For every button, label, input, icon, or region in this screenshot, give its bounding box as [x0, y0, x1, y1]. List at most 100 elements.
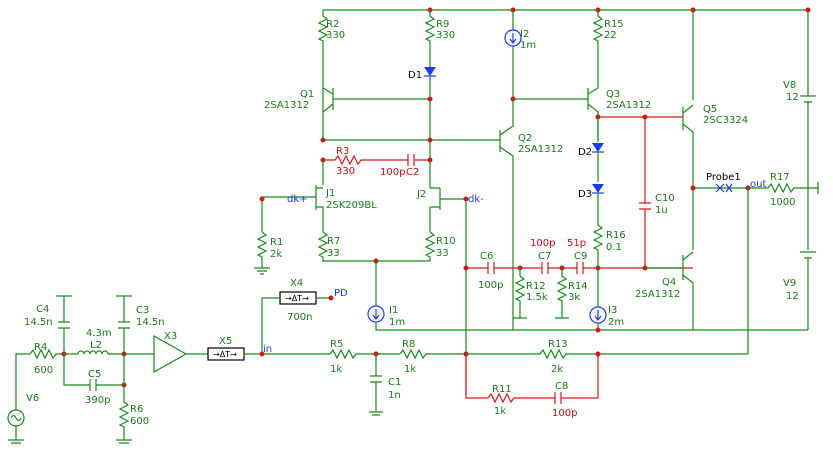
resistor-r8[interactable]: R8 1k — [399, 339, 469, 375]
transistor-q4[interactable]: Q4 2SA1312 — [635, 251, 694, 330]
c9-ref: C9 — [574, 251, 587, 262]
pd-label: PD — [334, 288, 348, 299]
c4-ref: C4 — [36, 304, 49, 315]
jfet-j1[interactable]: dk+ J1 2SK209BL — [259, 160, 378, 232]
transistor-q1[interactable]: Q1 2SA1312 — [264, 87, 430, 140]
resistor-r2[interactable]: R2 330 — [317, 10, 345, 88]
dk-minus-label: dk- — [468, 194, 484, 205]
r7-value: 33 — [327, 248, 340, 259]
r17-ref: R17 — [770, 172, 790, 183]
x5-ref: X5 — [219, 336, 232, 347]
resistor-r14[interactable]: R14 3k — [555, 268, 588, 319]
j1-ref: J1 — [325, 188, 335, 199]
dk-plus-label: dk+ — [287, 194, 308, 205]
voltage-source-v9[interactable]: V9 12 — [783, 251, 816, 330]
transistor-q5[interactable]: Q5 2SC3324 — [598, 10, 748, 250]
c7-value: 100p — [530, 238, 555, 249]
resistor-r16[interactable]: R16 0.1 — [592, 224, 626, 268]
r2-ref: R2 — [326, 19, 339, 30]
r3-value: 330 — [336, 166, 355, 177]
q3-value: 2SA1312 — [606, 100, 651, 111]
r6-value: 600 — [130, 416, 149, 427]
i1-value: 1m — [389, 317, 405, 328]
r9-ref: R9 — [436, 19, 449, 30]
resistor-r15[interactable]: R15 22 — [592, 10, 624, 88]
r11-ref: R11 — [492, 384, 512, 395]
q1-value: 2SA1312 — [264, 100, 309, 111]
in-net-label: in — [263, 344, 272, 355]
c3-value: 14.5n — [136, 317, 165, 328]
diode-d1[interactable]: D1 — [408, 66, 436, 170]
probe1[interactable]: Probe1 out — [690, 172, 767, 193]
resistor-r5[interactable]: R5 1k — [329, 339, 400, 375]
c1-ref: C1 — [388, 377, 401, 388]
q5-value: 2SC3324 — [703, 115, 748, 126]
v9-ref: V9 — [783, 278, 796, 289]
capacitor-c3[interactable]: C3 14.5n — [116, 295, 165, 354]
resistor-r11[interactable]: R11 1k — [465, 354, 555, 417]
r17-value: 1000 — [770, 197, 795, 208]
x4-symbol: →ΔT→ — [285, 294, 309, 303]
top-rail — [323, 7, 809, 90]
voltage-source-v6[interactable]: V6 — [7, 393, 39, 444]
resistor-r1[interactable]: R1 2k — [254, 231, 283, 275]
c9-value: 51p — [567, 238, 586, 249]
c10-ref: C10 — [655, 193, 675, 204]
r7-ref: R7 — [327, 236, 340, 247]
r13-value: 2k — [551, 364, 563, 375]
r14-value: 3k — [568, 292, 580, 303]
voltage-source-v8[interactable]: V8 12 — [783, 80, 816, 250]
l2-ref: L2 — [90, 340, 102, 351]
resistor-r17[interactable]: R17 1000 — [764, 172, 819, 208]
c2-value: 100p — [380, 167, 405, 178]
resistor-r10[interactable]: R10 33 — [373, 231, 456, 264]
i2-ref: I2 — [520, 29, 529, 40]
r16-ref: R16 — [606, 230, 626, 241]
current-source-i3[interactable]: I3 2m — [589, 268, 624, 333]
r12-ref: R12 — [526, 281, 546, 292]
r8-value: 1k — [404, 364, 416, 375]
r15-ref: R15 — [604, 19, 624, 30]
r3-ref: R3 — [336, 146, 349, 157]
capacitor-c10[interactable]: C10 1u — [639, 117, 675, 268]
j2-ref: J2 — [416, 189, 426, 200]
capacitor-c4[interactable]: C4 14.5n — [24, 295, 72, 354]
l2-value: 4.3m — [86, 328, 112, 339]
c7-ref: C7 — [538, 251, 551, 262]
r1-ref: R1 — [270, 237, 283, 248]
capacitor-c5[interactable]: C5 390p — [63, 351, 127, 407]
buffer-x3[interactable]: X3 — [124, 331, 208, 374]
resistor-r9[interactable]: R9 330 — [424, 10, 455, 66]
capacitor-c6[interactable]: C6 100p — [463, 251, 523, 291]
jfet-j2[interactable]: J2 dk- — [416, 170, 484, 395]
i2-value: 1m — [520, 40, 536, 51]
v9-value: 12 — [786, 291, 799, 302]
capacitor-c1[interactable]: C1 1n — [369, 354, 401, 416]
c8-ref: C8 — [555, 381, 568, 392]
resistor-r4[interactable]: R4 600 — [15, 342, 67, 410]
current-source-i1[interactable]: I1 1m — [367, 261, 808, 331]
resistor-r12[interactable]: R12 1.5k — [513, 268, 548, 319]
capacitor-c2[interactable]: 100p C2 — [380, 154, 433, 178]
diode-d2[interactable]: D2 — [578, 117, 604, 182]
diode-d3[interactable]: D3 — [578, 184, 604, 225]
r5-ref: R5 — [330, 339, 343, 350]
capacitor-c8[interactable]: C8 100p — [552, 354, 599, 419]
q5-ref: Q5 — [703, 104, 717, 115]
i3-ref: I3 — [608, 305, 617, 316]
x3-ref: X3 — [164, 331, 177, 342]
inductor-l2[interactable]: 4.3m L2 — [64, 328, 124, 355]
delay-block-x5[interactable]: →ΔT→ in X5 — [207, 336, 330, 361]
c10-value: 1u — [655, 205, 668, 216]
r13-ref: R13 — [548, 339, 568, 350]
current-source-i2[interactable]: I2 1m — [504, 10, 536, 99]
capacitor-c7[interactable]: 100p C7 — [520, 238, 565, 274]
resistor-r13[interactable]: R13 2k — [466, 188, 749, 375]
delay-block-x4[interactable]: →ΔT→ PD X4 700n — [261, 278, 348, 354]
transistor-q2[interactable]: Q2 2SA1312 — [320, 99, 564, 330]
d2-ref: D2 — [578, 147, 592, 158]
resistor-r7[interactable]: R7 33 — [317, 231, 430, 262]
v8-ref: V8 — [783, 80, 796, 91]
r9-value: 330 — [436, 30, 455, 41]
resistor-r6[interactable]: R6 600 — [116, 354, 149, 444]
